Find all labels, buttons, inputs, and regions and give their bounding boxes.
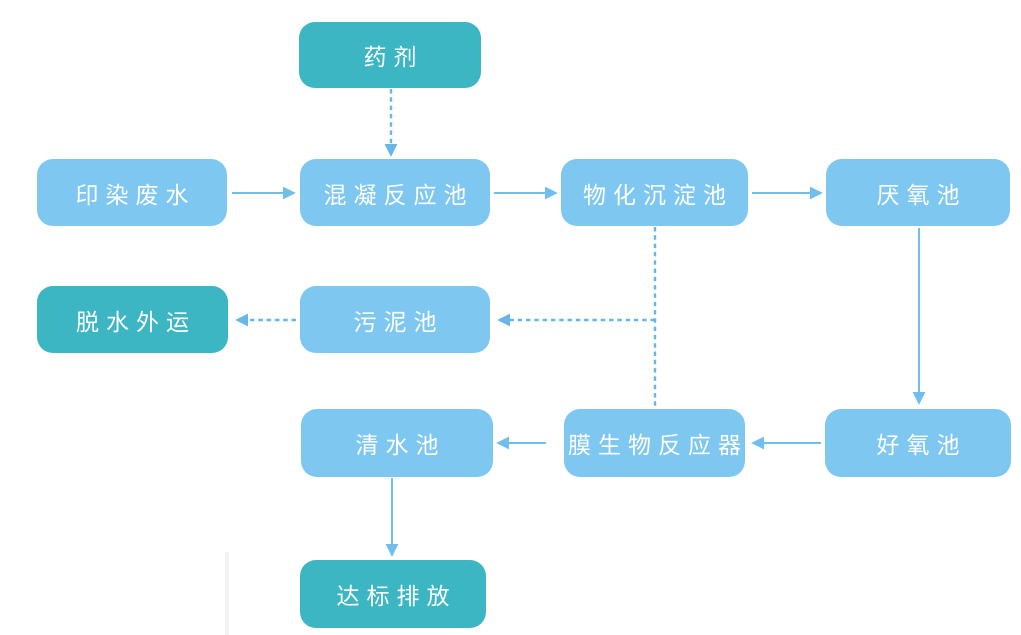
node-clean-water-tank: 清水池	[301, 409, 493, 477]
node-dyeing-wastewater: 印染废水	[37, 159, 227, 226]
node-dewatering-transport: 脱水外运	[37, 286, 228, 353]
node-anaerobic-tank: 厌氧池	[826, 159, 1010, 226]
node-physchem-sedimentation-tank: 物化沉淀池	[561, 159, 748, 226]
node-chemical-agent: 药剂	[299, 22, 481, 88]
node-membrane-bioreactor: 膜生物反应器	[564, 409, 745, 477]
node-compliant-discharge: 达标排放	[300, 560, 486, 628]
node-aerobic-tank: 好氧池	[825, 409, 1011, 477]
node-coagulation-reaction-tank: 混凝反应池	[300, 159, 490, 226]
faint-vertical-line	[225, 552, 229, 635]
node-sludge-tank: 污泥池	[300, 286, 490, 353]
